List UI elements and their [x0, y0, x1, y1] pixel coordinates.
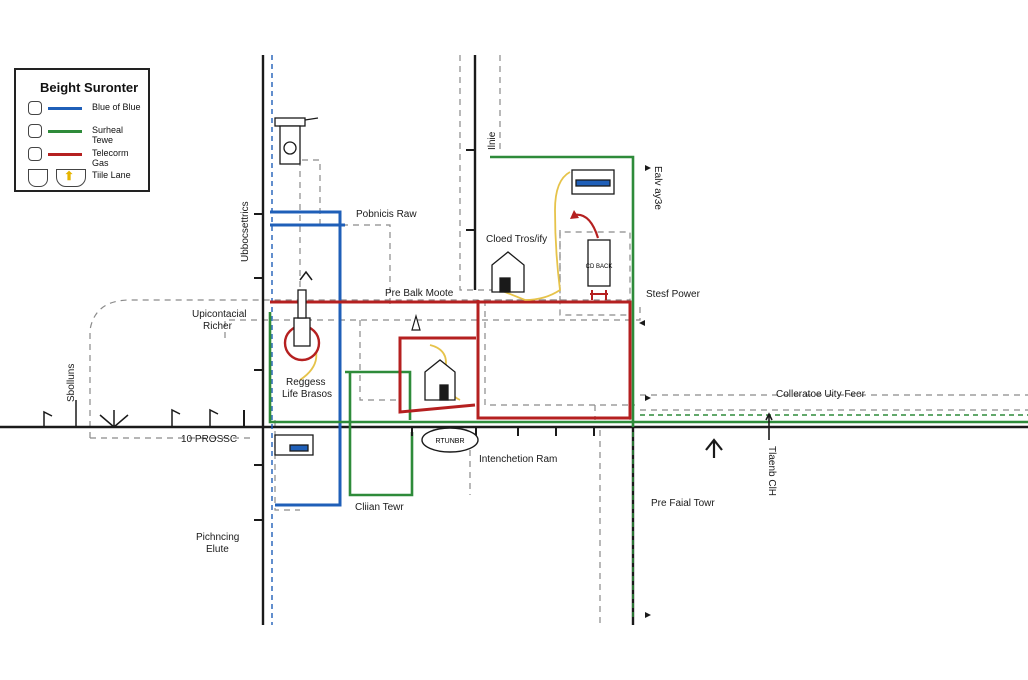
label-colleratoe: Colleratoe Uity Feer: [776, 389, 865, 400]
label-stesf-power: Stesf Power: [646, 289, 700, 300]
legend-line-green: [48, 130, 82, 133]
legend-item-red: Telecorm Gas: [26, 146, 146, 168]
house-icon: [424, 359, 456, 401]
label-intenchetion: Intenchetion Ram: [479, 454, 558, 465]
up-arrow-icon: [705, 438, 723, 458]
cabinet-icon: [587, 239, 611, 287]
hydrant-icon: [274, 117, 319, 165]
legend-symbol: [28, 101, 42, 115]
valve-icon: [283, 289, 321, 362]
label-upicontacial: Upicontacial: [192, 309, 247, 320]
meter-icon: [274, 434, 314, 456]
green-utility-line: [268, 155, 1028, 497]
label-pobnicis-raw: Pobnicis Raw: [356, 209, 417, 220]
legend-label: Tiile Lane: [92, 170, 131, 180]
legend-line-red: [48, 153, 82, 156]
hub-label: RTUNBR: [435, 438, 464, 445]
arrow-up-icon: ⬆: [64, 169, 75, 183]
label-vertical-bottom: Tlaenb ClH: [766, 446, 777, 497]
marker-icon: [411, 313, 421, 331]
label-pre-balk-moote: Pre Balk Moote: [385, 288, 454, 299]
red-arrow: [573, 213, 600, 239]
label-reggess: Reggess: [286, 377, 326, 388]
legend-item-lane: ⬆ Tiile Lane: [26, 168, 146, 187]
legend-symbol: [28, 169, 48, 187]
legend-symbol: [28, 147, 42, 161]
small-arrow-icon: [765, 412, 773, 440]
legend-label: Blue of Blue: [92, 102, 141, 112]
green-dashed-branch: [632, 414, 1028, 620]
control-panel-icon: [571, 169, 615, 195]
main-roads: [0, 55, 1028, 625]
legend-label: Telecorm Gas: [92, 148, 129, 168]
legend-item-green: Surheal Tewe: [26, 123, 146, 145]
side-arrows: [639, 165, 651, 618]
label-life-brasos: Life Brasos: [282, 389, 333, 400]
red-connector-icon: [590, 290, 608, 300]
label-vertical-left: Ubbocsettrics: [240, 201, 251, 262]
legend-label: Surheal Tewe: [92, 125, 124, 145]
label-richer: Richer: [203, 321, 232, 332]
label-cloed-tros: Cloed Tros/ify: [486, 234, 548, 245]
legend-item-blue: Blue of Blue: [26, 100, 146, 118]
blue-utility-line: [270, 210, 345, 507]
legend-symbol: [28, 124, 42, 138]
legend-line-blue: [48, 107, 82, 110]
label-sbolluns: Sbolluns: [66, 363, 77, 402]
building-icon: [491, 251, 525, 293]
cabinet-label: CD BACK: [586, 264, 613, 270]
label-vertical-right: Ealv ay3e: [652, 166, 663, 210]
red-arrowhead: [570, 210, 579, 219]
label-cliian-tewr: Cliian Tewr: [355, 502, 404, 513]
label-pre-faial-towr: Pre Faial Towr: [651, 498, 715, 509]
legend: Beight Suronter Blue of Blue Surheal Tew…: [14, 68, 150, 192]
label-ten-prossc: 10 PROSSC: [181, 434, 238, 445]
legend-title: Beight Suronter: [40, 80, 139, 95]
hub-symbol: RTUNBR: [421, 427, 479, 453]
road-ticks: [243, 149, 595, 521]
label-pichncing: Pichncing: [196, 532, 240, 543]
label-vertical-mid: Ilnie: [487, 131, 498, 150]
road-flags: [43, 400, 219, 428]
tower-icon: [299, 270, 313, 281]
legend-symbol: [56, 169, 86, 187]
red-utility-line: [270, 300, 632, 420]
label-elute: Elute: [206, 544, 229, 555]
